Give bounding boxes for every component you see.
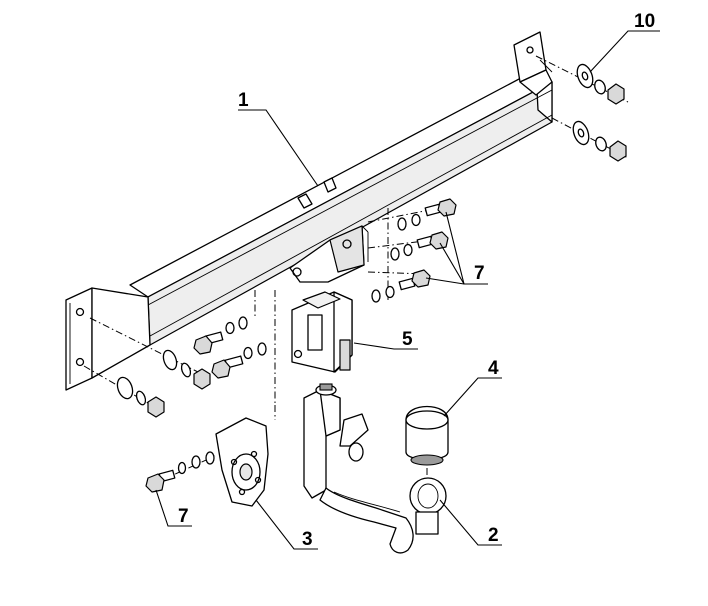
- bolt-set-part-7: [367, 198, 457, 303]
- callout-1: 1: [238, 90, 249, 111]
- left-fastener-set: [83, 290, 267, 418]
- callout-4: 4: [488, 358, 499, 379]
- cross-beam-part-1: [65, 31, 553, 391]
- ball-cover-part-4: [405, 406, 449, 478]
- fastener-set-part-10: [535, 55, 629, 162]
- callout-labels: 1 10 7 5 4 2 3 7: [178, 11, 655, 550]
- callout-10: 10: [634, 11, 655, 32]
- callout-7-lower: 7: [178, 506, 189, 527]
- callout-5: 5: [402, 329, 413, 350]
- leader-lines: [155, 30, 660, 550]
- ball-bar-part-2: [303, 383, 447, 554]
- holder-block-part-5: [274, 290, 353, 410]
- callout-3: 3: [302, 529, 313, 550]
- callout-7-upper: 7: [474, 263, 485, 284]
- callout-2: 2: [488, 525, 499, 546]
- socket-plate-part-3: [145, 405, 276, 507]
